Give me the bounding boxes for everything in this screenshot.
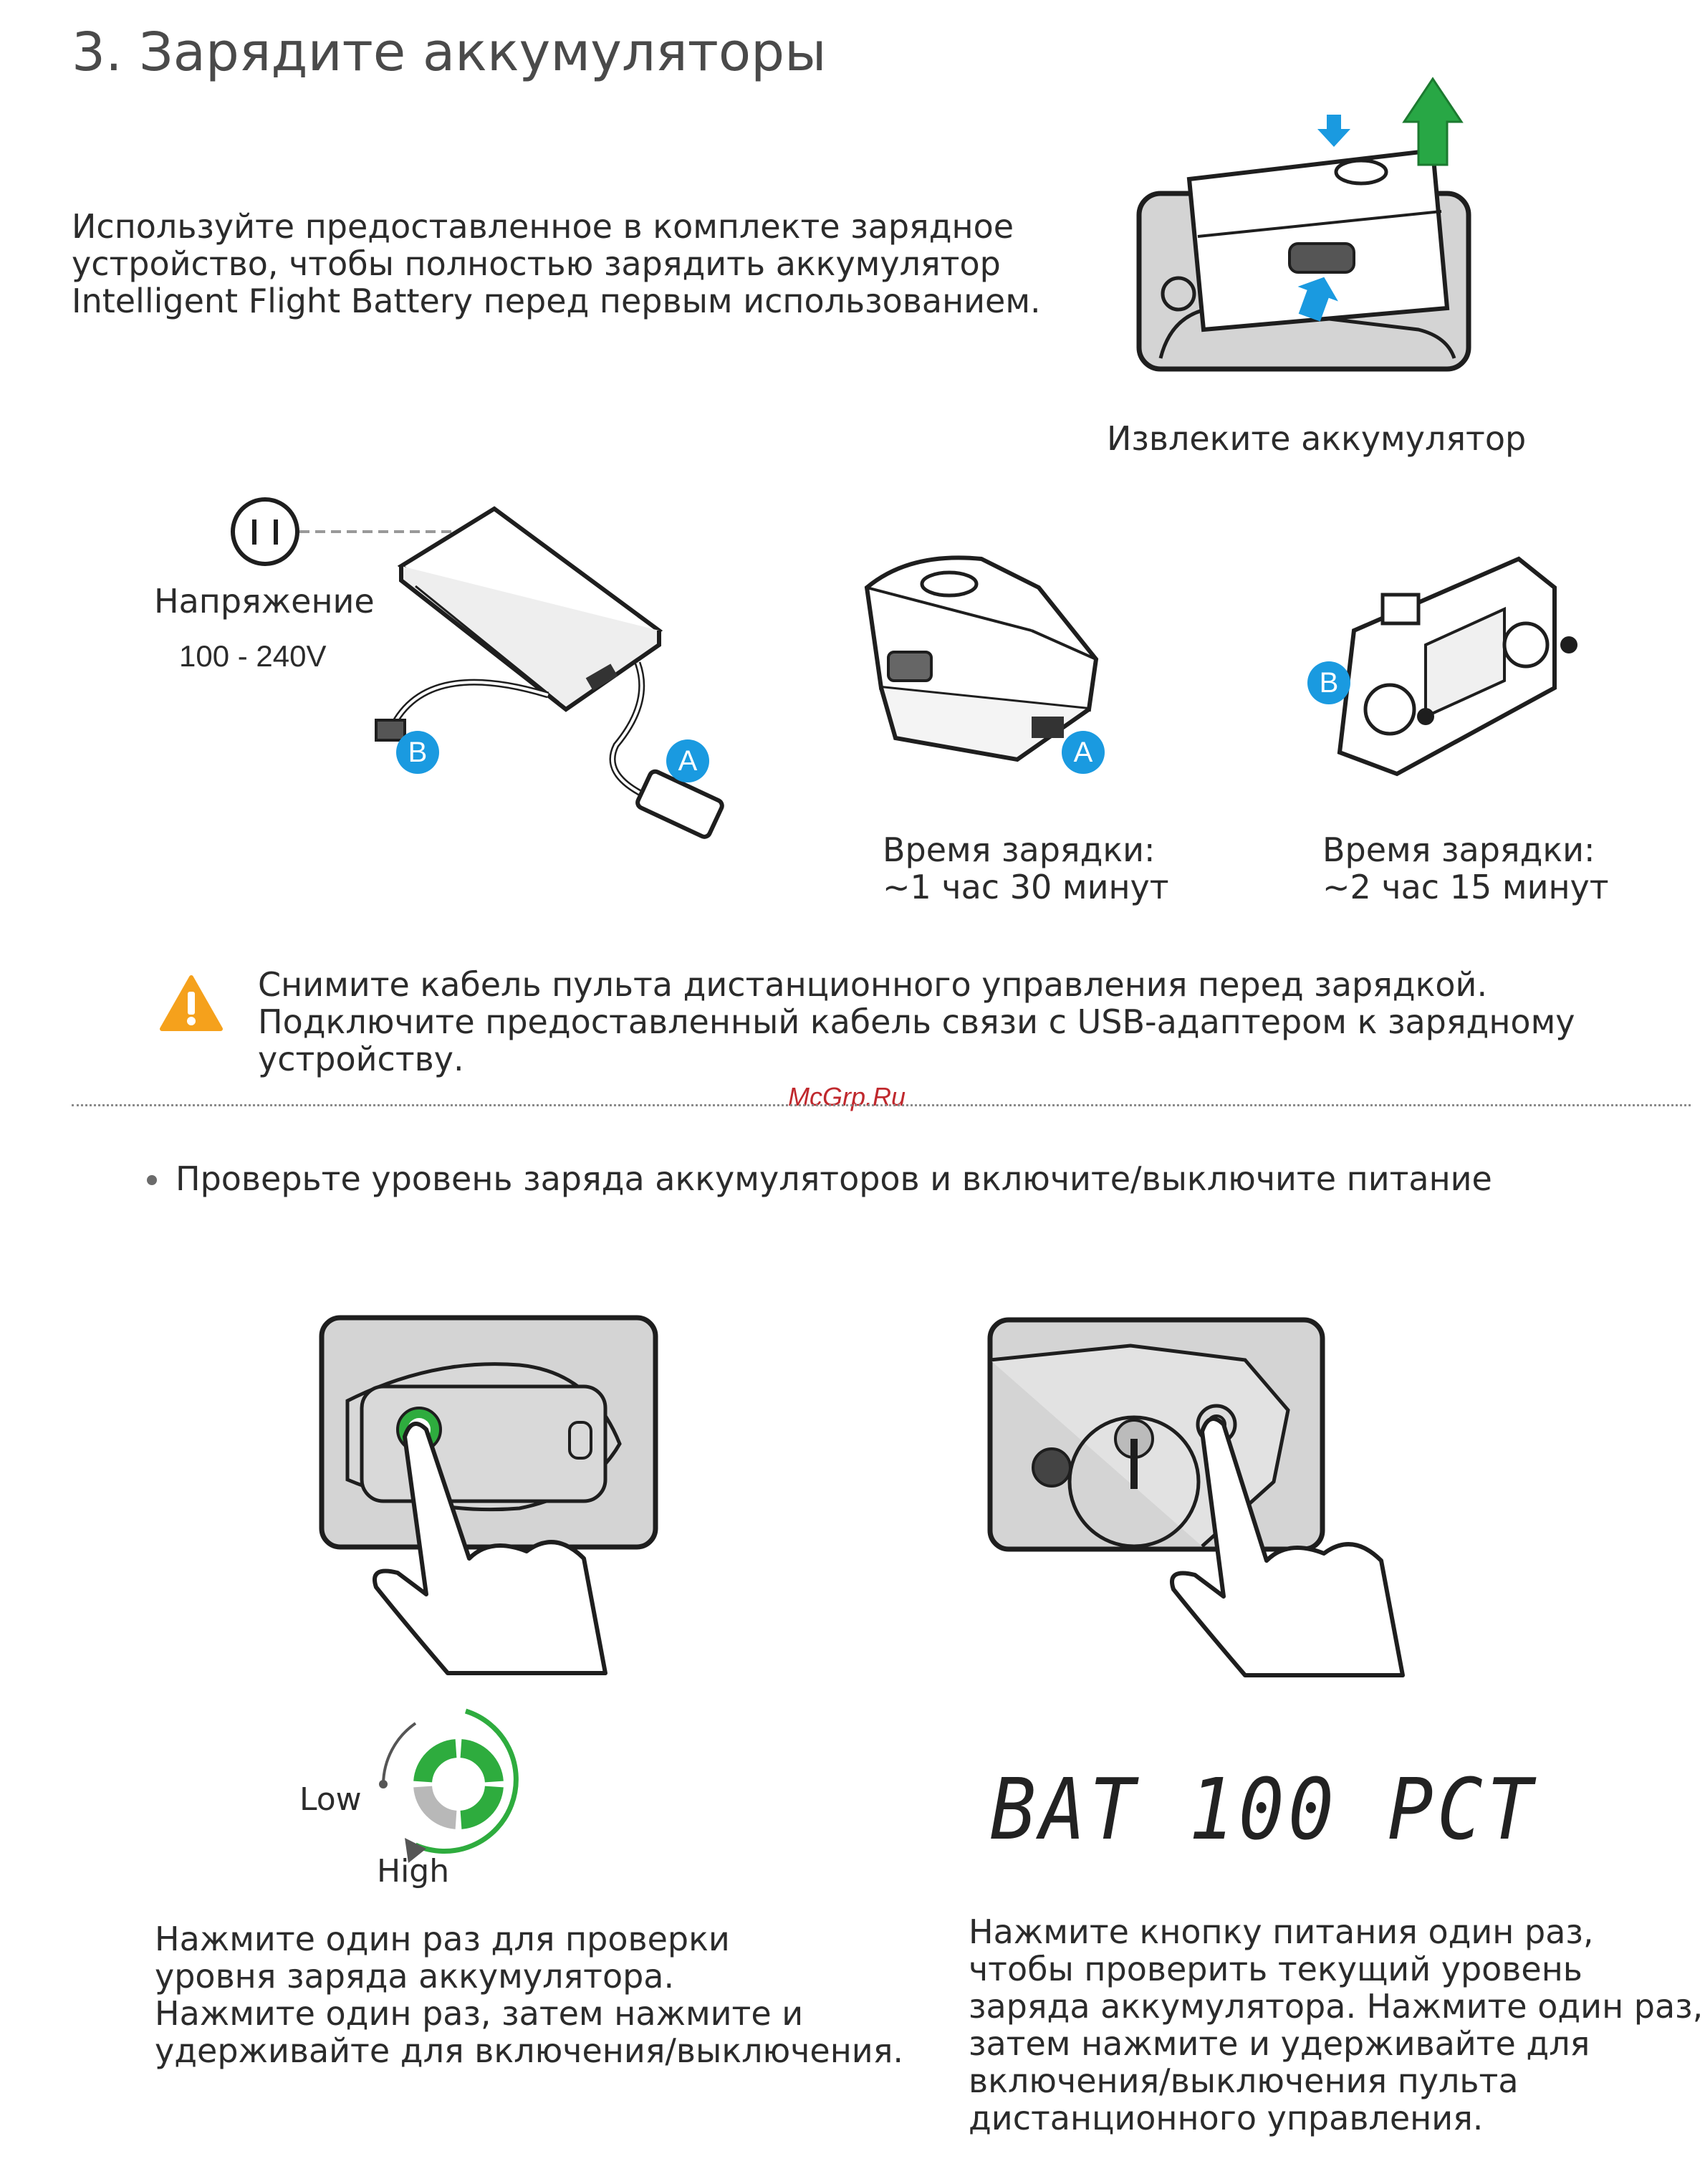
charge-time-battery: Время зарядки: ~1 час 30 минут — [883, 831, 1169, 906]
level-segment — [459, 1739, 504, 1783]
arrow-up-small-icon — [1297, 277, 1338, 322]
instruction-line: Нажмите кнопку питания один раз, — [969, 1912, 1594, 1951]
low-label: Low — [299, 1781, 362, 1818]
marker-b-icon: B — [1307, 661, 1350, 704]
instruction-line: чтобы проверить текущий уровень — [969, 1950, 1582, 1988]
section-divider — [72, 1104, 1691, 1106]
remote-button-press-illustration — [987, 1317, 1405, 1677]
marker-a-label: A — [678, 745, 698, 777]
instruction-line: уровня заряда аккумулятора. — [155, 1957, 675, 1996]
warning-line: Подключите предоставленный кабель связи … — [258, 1002, 1575, 1041]
lcd-display: BAT 100 PCT — [990, 1760, 1537, 1859]
marker-b-label: B — [1320, 667, 1339, 699]
charger-illustration: B A — [231, 497, 724, 839]
charge-time-label: Время зарядки: — [883, 830, 1156, 869]
intro-line: Intelligent Flight Battery перед первым … — [72, 282, 1041, 320]
remove-battery-caption: Извлеките аккумулятор — [1107, 419, 1527, 458]
warning-icon — [160, 975, 223, 1031]
instruction-line: заряда аккумулятора. Нажмите один раз, — [969, 1987, 1704, 2026]
power-plug-icon — [231, 497, 299, 566]
instruction-line: Нажмите один раз для проверки — [155, 1920, 730, 1958]
marker-b-icon: B — [396, 731, 439, 774]
flight-battery-illustration: A — [864, 555, 1105, 774]
remote-controller-illustration: B — [1307, 556, 1577, 777]
battery-button-press-illustration — [319, 1315, 658, 1675]
charge-time-remote: Время зарядки: ~2 час 15 минут — [1322, 831, 1609, 906]
level-segment — [413, 1739, 458, 1783]
level-segments — [413, 1739, 504, 1829]
section-bullet: Проверьте уровень заряда аккумуляторов и… — [176, 1159, 1492, 1198]
instruction-line: затем нажмите и удерживайте для — [969, 2024, 1590, 2063]
bullet-icon — [147, 1175, 157, 1185]
arrow-down-icon — [1317, 115, 1350, 147]
charge-time-value: ~1 час 30 минут — [883, 868, 1169, 906]
instruction-line: Нажмите один раз, затем нажмите и — [155, 1994, 804, 2033]
instruction-line: удерживайте для включения/выключения. — [155, 2031, 903, 2070]
page-title: 3. Зарядите аккумуляторы — [72, 21, 827, 83]
marker-a-icon: A — [666, 739, 709, 782]
warning-line: Снимите кабель пульта дистанционного упр… — [258, 965, 1488, 1004]
high-label: High — [377, 1853, 450, 1890]
instruction-line: включения/выключения пульта — [969, 2061, 1519, 2100]
charge-time-label: Время зарядки: — [1322, 830, 1595, 869]
instruction-line: дистанционного управления. — [969, 2099, 1484, 2137]
intro-line: устройство, чтобы полностью зарядить акк… — [72, 244, 1001, 283]
remote-instructions: Нажмите кнопку питания один раз, чтобы п… — [969, 1913, 1703, 2137]
battery-level-indicator — [379, 1708, 519, 1863]
intro-text: Используйте предоставленное в комплекте … — [72, 208, 1075, 320]
voltage-label: Напряжение — [154, 582, 375, 621]
level-segment — [413, 1785, 458, 1829]
battery-instructions: Нажмите один раз для проверки уровня зар… — [155, 1920, 903, 2069]
watermark: McGrp.Ru — [788, 1082, 906, 1111]
charge-time-value: ~2 час 15 минут — [1322, 868, 1609, 906]
warning-line: устройству. — [258, 1040, 464, 1078]
remove-battery-illustration — [1136, 77, 1471, 372]
intro-line: Используйте предоставленное в комплекте … — [72, 207, 1014, 246]
marker-a-label: A — [1074, 737, 1093, 768]
warning-text: Снимите кабель пульта дистанционного упр… — [258, 966, 1575, 1078]
voltage-range: 100 - 240V — [179, 639, 327, 673]
marker-a-icon: A — [1062, 731, 1105, 774]
marker-b-label: B — [408, 737, 428, 768]
arrow-up-icon — [1402, 77, 1464, 166]
level-segment — [459, 1785, 504, 1829]
